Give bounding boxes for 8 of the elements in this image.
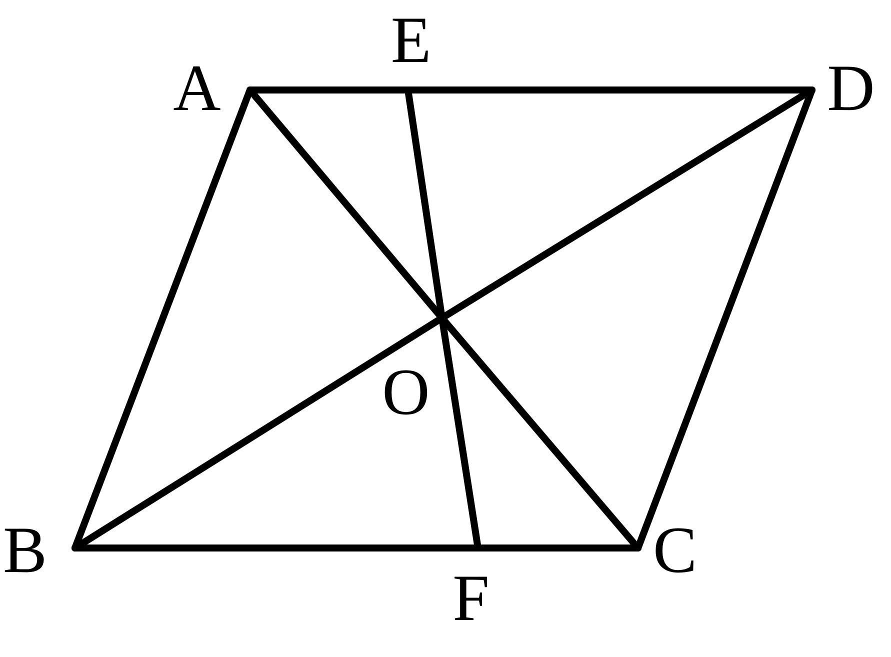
point-label: B xyxy=(0,518,50,584)
point-label: D xyxy=(826,56,876,122)
point-label: F xyxy=(446,566,496,632)
point-label: A xyxy=(172,56,222,122)
point-label: C xyxy=(650,518,700,584)
point-label: O xyxy=(381,360,431,426)
line-segment xyxy=(634,86,816,552)
point-label: E xyxy=(386,8,436,74)
